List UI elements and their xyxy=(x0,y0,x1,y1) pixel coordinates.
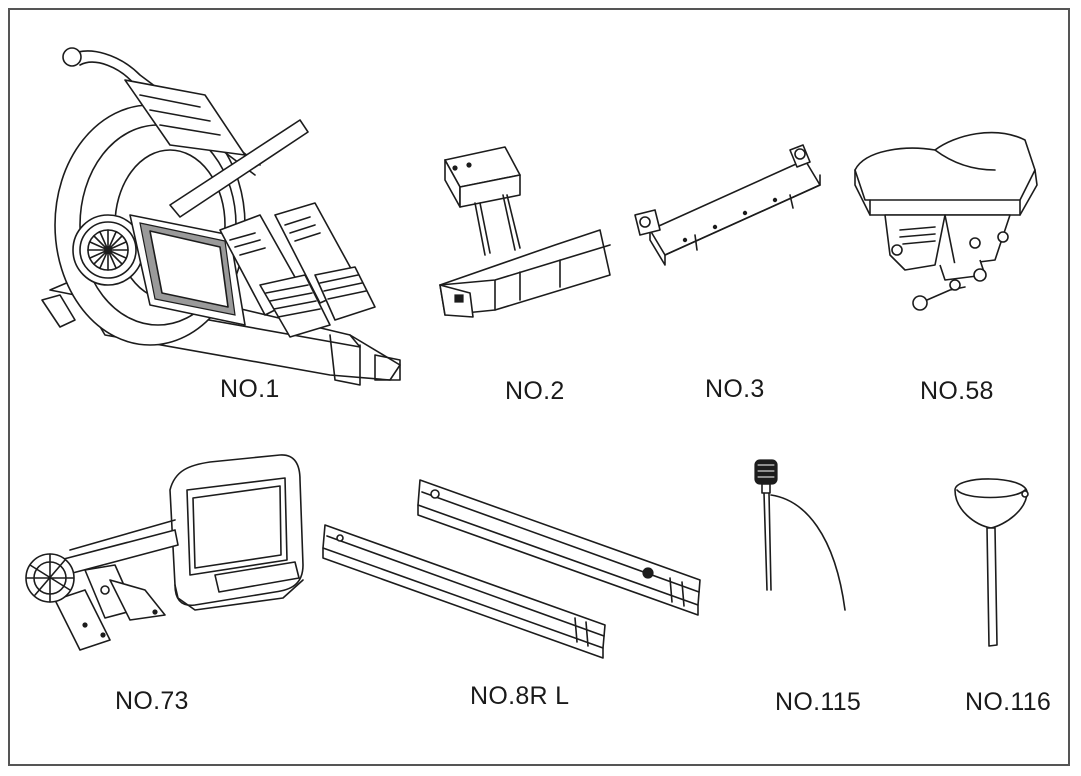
rowing-machine-frame-icon xyxy=(41,47,401,386)
part-label-no2: NO.2 xyxy=(505,377,565,405)
part-label-no58: NO.58 xyxy=(920,377,994,405)
rear-stabilizer-icon xyxy=(634,144,821,266)
part-no3: NO.3 xyxy=(625,140,835,403)
part-label-no115: NO.115 xyxy=(775,688,862,716)
part-label-no8rl: NO.8R L xyxy=(470,682,570,710)
part-no116: NO.116 xyxy=(945,470,1081,720)
pop-pin-icon xyxy=(954,478,1029,647)
part-no8rl: NO.8R L xyxy=(310,470,730,720)
part-label-no3: NO.3 xyxy=(705,375,765,403)
part-label-no73: NO.73 xyxy=(115,687,189,715)
part-no73: NO.73 xyxy=(15,450,335,720)
part-no115: NO.115 xyxy=(745,455,905,720)
console-bracket-icon xyxy=(25,454,304,651)
diagram-frame: NO.1 NO.2 xyxy=(8,8,1070,766)
front-stabilizer-icon xyxy=(439,146,611,318)
part-no1: NO.1 xyxy=(30,35,410,403)
seat-icon xyxy=(854,131,1038,311)
part-no2: NO.2 xyxy=(425,135,625,405)
slide-rails-icon xyxy=(322,479,701,659)
part-label-no1: NO.1 xyxy=(220,375,280,403)
part-label-no116: NO.116 xyxy=(965,688,1052,716)
part-no58: NO.58 xyxy=(845,115,1055,405)
sensor-cable-icon xyxy=(754,459,846,611)
